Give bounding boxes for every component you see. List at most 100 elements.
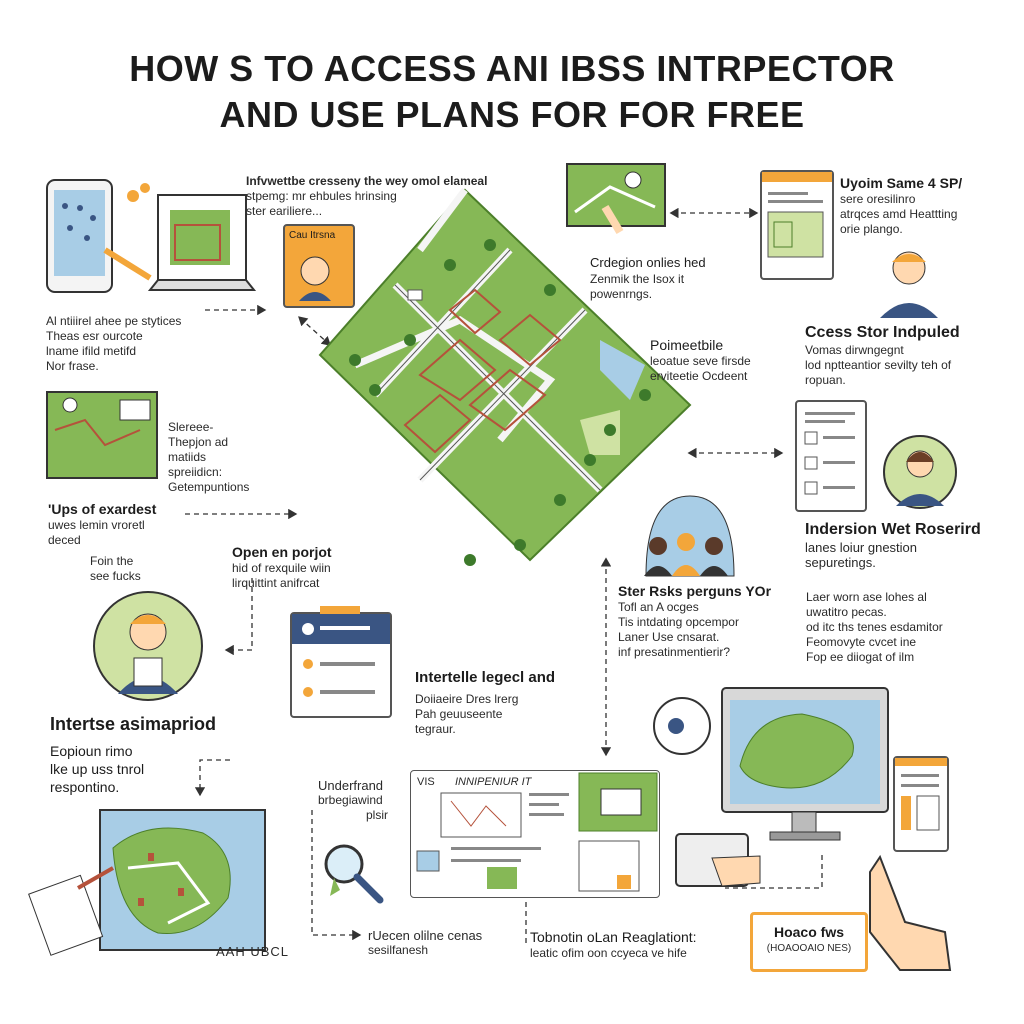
right-top-heading: Uyoim Same 4 SP/ [840,175,963,191]
top-center-text: Infvwettbe cresseny the wey omol elameal… [246,174,526,219]
person-card-label: Cau Itrsna [289,230,336,241]
hoaco-sub: (HOAOOAIO NES) [766,943,852,954]
bottom-mid-line2: sesilfanesh [368,943,429,957]
plan-document-content [762,172,832,258]
checklist-document-content [895,758,947,831]
group-illustration [644,495,735,577]
support-avatar [883,435,957,509]
intertelle-line2: Pah geuuseente [415,707,503,721]
top-center-line2: stpemg: mr ehbules hrinsing [246,189,397,203]
laer-line3: od itc ths tenes esdamitor [806,620,943,634]
right-top-line3: orie plango. [840,222,903,236]
checklist-document[interactable] [893,756,949,852]
bottom-right-line2: leatic ofim oon ccyeca ve hife [530,946,687,960]
inter-left-text: Intertse asimapriod Eopioun rimo lke up … [50,714,280,796]
ster-risks-line2: Tis intdating opcempor [618,615,739,629]
ster-risks-line1: Tofl an A ocges [618,600,699,614]
right-top-line2: atrqces amd Heattting [840,207,958,221]
person-card[interactable]: Cau Itrsna [283,224,355,308]
right-top-line1: sere oresilinro [840,192,916,206]
laer-line1: Laer worn ase lohes al [806,590,927,604]
panel-label-title: INNIPENIUR IT [455,776,532,788]
bottom-mid-text: rUecen olilne cenas sesilfanesh [368,928,538,958]
underfrand-line3: plsir [366,808,389,822]
left-top-text: Al ntiiirel ahee pe stytices Theas esr o… [46,314,216,374]
pointeble-text: Poimeetbile leoatue seve firsde erviteet… [650,336,790,384]
pin-map-screen [566,163,666,235]
top-center-line1: Infvwettbe cresseny the wey omol elameal [246,174,488,188]
inter-left-line1: Eopioun rimo [50,743,133,759]
center-right-line3: powenrngs. [590,287,653,301]
report-document[interactable] [795,400,867,512]
map-label: AAH UBCL [216,944,290,959]
intertelle-line3: tegraur. [415,722,456,736]
map-trees [349,239,651,566]
pointeble-line3: erviteetie Ocdeent [650,369,748,383]
center-right-line2: Zenmik the Isox it [590,272,685,286]
terrain-map [28,809,266,956]
ster-risks-heading: Ster Rsks perguns YOr [618,583,772,599]
indersion-line2: sepuretings. [805,555,876,570]
left-top-line3: lname ifild metifd [46,344,137,358]
map-plots [403,288,562,454]
laer-line4: Feomovyte cvcet ine [806,635,917,649]
form-card[interactable] [290,606,392,718]
intertelle-line1: Doiiaeire Dres lrerg [415,692,519,706]
bottom-right-text: Tobnotin oLan Reaglationt: leatic ofim o… [530,928,760,961]
inter-left-heading: Intertse asimapriod [50,714,217,734]
left-top-line4: Nor frase. [46,359,99,373]
access-stor-heading: Ccess Stor Indpuled [805,324,960,341]
hand-with-card [675,833,761,887]
left-ups-text: 'Ups of exardest uwes lemin vroretl dece… [48,500,198,584]
access-stor-line3: ropuan. [805,373,846,387]
left-ups-line2: uwes lemin vroretl [48,518,145,532]
arrow-monitor-right [725,855,823,889]
plans-panel[interactable]: VIS INNIPENIUR IT [410,770,660,898]
open-project-heading: Open en porjot [232,544,332,560]
left-ups-heading: 'Ups of exardest [48,501,157,517]
indersion-heading: Indersion Wet Roserird [805,521,981,538]
location-map-icon [46,391,158,479]
left-mid-line4: spreiidicn: [168,465,223,479]
arrow-inter-down [194,759,230,797]
central-site-map [318,187,692,566]
hoaco-sign[interactable]: Hoaco fws (HOAOOAIO NES) [750,912,868,972]
page-subtitle: AND USE PLANS FOR FOR FREE [219,94,805,135]
intertelle-heading: Intertelle legecl and [415,669,556,686]
left-mid-text: Slereee- Thepjon ad matiids spreiidicn: … [168,420,308,495]
indersion-line1: lanes loiur gnestion [805,540,918,555]
person-avatar [299,256,331,301]
center-right-text: Crdegion onlies hed Zenmik the Isox it p… [590,254,750,302]
pointeble-line2: leoatue seve firsde [650,354,751,368]
bottom-mid-line1: rUecen olilne cenas [368,928,483,943]
arrow-under-down [311,810,362,941]
page-title: HOW S TO ACCESS ANI IBSS INTRPECTOR [129,48,895,89]
underfrand-line2: brbegiawind [318,793,383,807]
ster-risks-line4: inf presatinmentierir? [618,645,731,659]
magnifier-icon[interactable] [318,838,388,908]
report-document-content [804,412,855,495]
access-stor-text: Ccess Stor Indpuled Vomas dirwngegnt lod… [805,323,1020,388]
left-mid-line5: Getempuntions [168,480,250,494]
inter-left-line2: lke up uss tnrol [50,761,145,777]
inter-left-line3: respontino. [50,779,120,795]
left-ups-line3: deced [48,533,81,547]
laer-line2: uwatitro pecas. [806,605,887,619]
plan-document[interactable] [760,170,834,280]
monitor-illustration [653,687,889,841]
map-water [600,340,645,400]
access-stor-line1: Vomas dirwngegnt [805,343,904,357]
plans-panel-content [416,772,658,892]
center-right-line1: Crdegion onlies hed [590,255,706,270]
ster-risks-text: Ster Rsks perguns YOr Tofl an A ocges Ti… [618,582,808,660]
left-ups-line4: Foin the [90,554,134,568]
top-center-line3: ster eariliere... [246,204,323,218]
bottom-right-heading: Tobnotin oLan Reaglationt: [530,929,697,945]
open-project-line3: lirquittint anifrcat [232,576,320,590]
laer-line5: Fop ee diiogat of ilm [806,650,915,664]
open-project-line2: hid of rexquile wiin [232,561,331,575]
arrow-open-down [224,578,253,656]
left-mid-line3: matiids [168,450,207,464]
open-project-text: Open en porjot hid of rexquile wiin lirq… [232,543,382,591]
